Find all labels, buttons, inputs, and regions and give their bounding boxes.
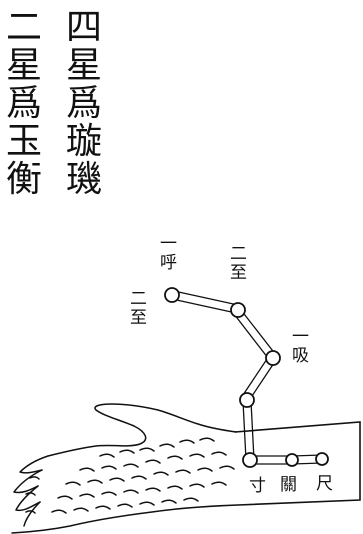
title-char: 二 bbox=[6, 7, 43, 48]
label-char: 二 bbox=[130, 289, 147, 309]
star-node bbox=[230, 302, 246, 318]
title-char: 衡 bbox=[6, 159, 43, 200]
title-char: 星 bbox=[66, 45, 103, 86]
title-char: 玉 bbox=[6, 121, 43, 162]
title-char: 四 bbox=[66, 7, 103, 48]
title-column-right: 四 星 爲 璇 璣 bbox=[66, 10, 102, 200]
label-char: 至 bbox=[130, 308, 147, 328]
label-char: 呼 bbox=[160, 253, 177, 273]
label-one-inhale: 一 吸 bbox=[292, 329, 309, 367]
label-chi: 尺 bbox=[316, 474, 333, 494]
label-one-exhale: 一 呼 bbox=[160, 236, 177, 274]
title-char: 爲 bbox=[66, 83, 103, 124]
label-char: 吸 bbox=[292, 346, 309, 366]
title-char: 璣 bbox=[66, 159, 103, 200]
hand-drawing bbox=[11, 403, 239, 534]
star-node bbox=[164, 287, 180, 303]
star-node bbox=[239, 392, 255, 408]
label-char: 一 bbox=[160, 234, 177, 254]
label-two-arrive-left: 二 至 bbox=[130, 291, 147, 329]
label-char: 一 bbox=[292, 327, 309, 347]
label-guan: 關 bbox=[280, 475, 297, 495]
star-node bbox=[265, 350, 281, 366]
star-nodes bbox=[164, 287, 329, 468]
star-node bbox=[242, 452, 258, 468]
label-char: 至 bbox=[230, 263, 247, 283]
label-cun: 寸 bbox=[249, 476, 266, 496]
star-node bbox=[315, 452, 329, 466]
star-node bbox=[285, 453, 299, 467]
label-two-arrive-top: 二 至 bbox=[230, 246, 247, 284]
title-char: 爲 bbox=[6, 83, 43, 124]
label-char: 二 bbox=[230, 244, 247, 264]
star-links bbox=[171, 290, 323, 465]
title-column-left: 二 星 爲 玉 衡 bbox=[6, 10, 42, 200]
title-char: 星 bbox=[6, 45, 43, 86]
wrist-cuff bbox=[234, 421, 361, 506]
title-char: 璇 bbox=[66, 121, 103, 162]
